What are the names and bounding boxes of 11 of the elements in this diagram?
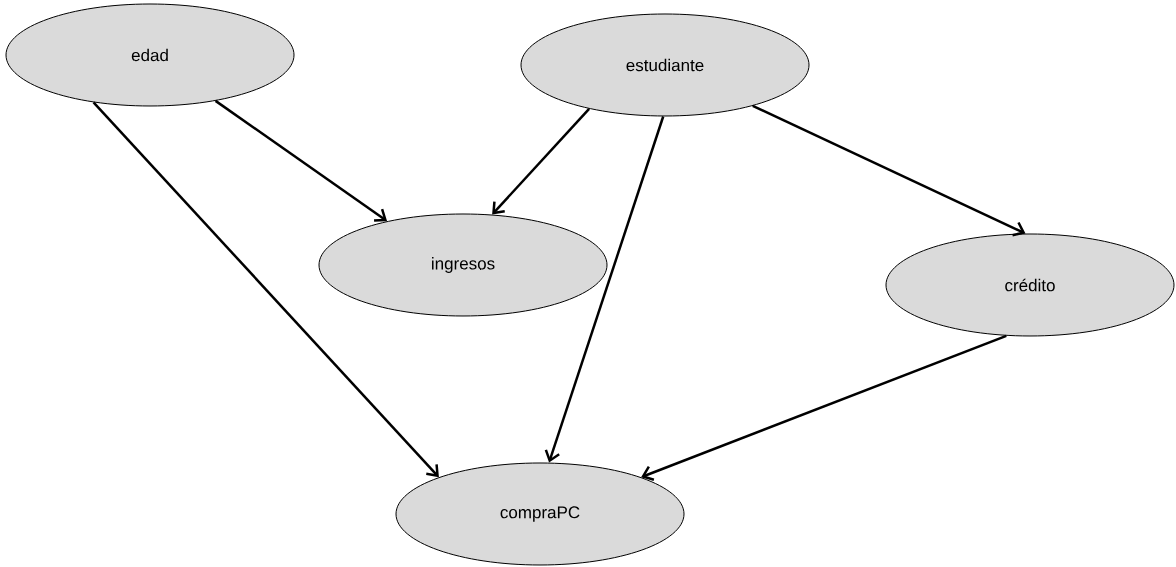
ellipse-node: estudiante (520, 13, 810, 117)
arrow (214, 99, 388, 222)
ellipse-node: crédito (885, 233, 1175, 337)
arrow (544, 116, 665, 463)
ellipse-node: compraPC (395, 462, 685, 566)
arrow (752, 104, 1026, 237)
arrow (641, 334, 1007, 481)
ellipse-node: edad (5, 3, 295, 107)
arrow (92, 101, 439, 478)
arrow (492, 107, 591, 215)
ellipse-node: ingresos (318, 213, 608, 317)
